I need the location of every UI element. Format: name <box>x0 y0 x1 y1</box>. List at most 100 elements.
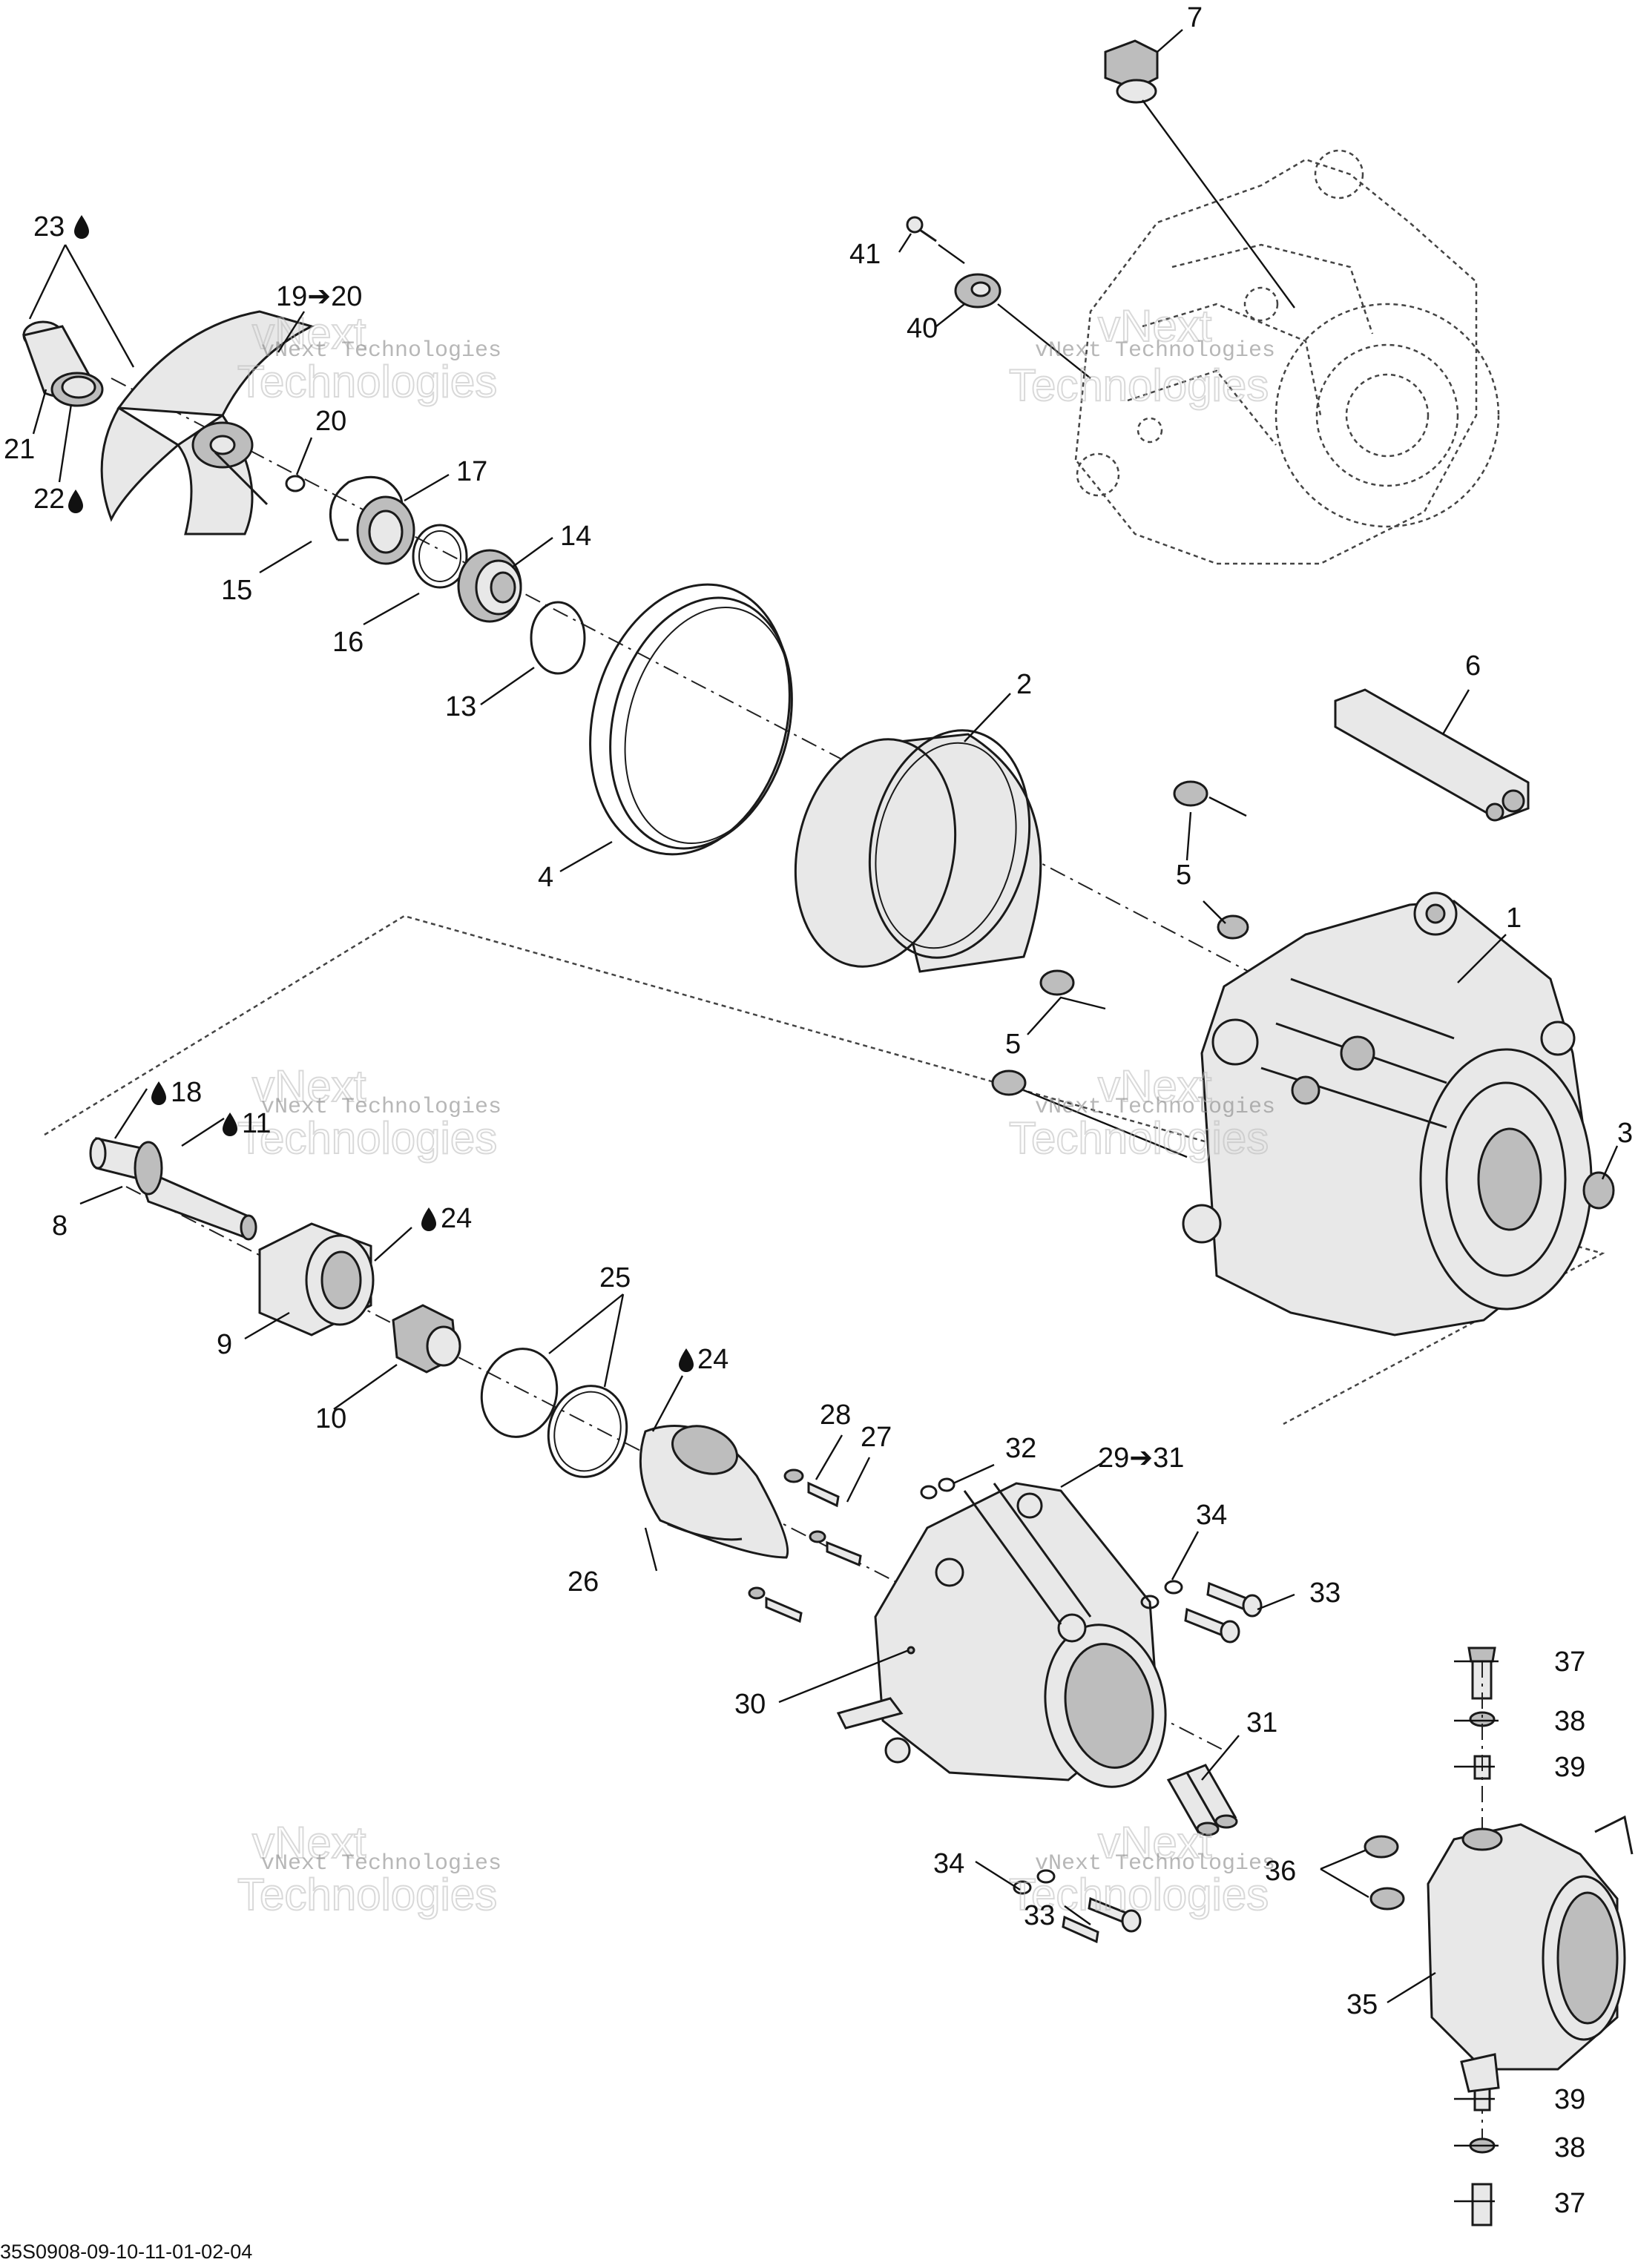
callout-3: 3 <box>1617 1118 1633 1149</box>
callout-40: 40 <box>907 313 938 344</box>
cone-26 <box>639 1425 789 1559</box>
impeller-part <box>100 310 315 535</box>
callout-10: 10 <box>315 1403 346 1434</box>
wear-ring-2 <box>794 729 1042 973</box>
callout-31: 31 <box>1246 1707 1277 1738</box>
bolt-41-part <box>906 216 965 264</box>
callout-26: 26 <box>568 1566 599 1598</box>
drop-icon <box>68 489 83 513</box>
callout-32: 32 <box>1005 1433 1036 1464</box>
grommet-40-part <box>954 273 1091 379</box>
callout-20: 20 <box>315 406 346 437</box>
callout-19-20: 19➔20 <box>276 281 362 312</box>
o-rings-32 <box>920 1477 956 1500</box>
svg-text:Technologies: Technologies <box>237 357 497 406</box>
callout-7: 7 <box>1187 2 1203 33</box>
callout-18: 18 <box>171 1077 202 1108</box>
subassembly-boundary <box>44 914 1605 1425</box>
callout-39a: 39 <box>1554 1752 1585 1783</box>
callout-5b: 5 <box>1005 1029 1021 1060</box>
callout-37a: 37 <box>1554 1646 1585 1678</box>
bushings-36 <box>1364 1835 1405 1911</box>
o-ring-20 <box>285 475 306 492</box>
nut-10 <box>392 1304 461 1374</box>
callout-27: 27 <box>861 1422 892 1453</box>
bolts-33-34-upper <box>1140 1580 1263 1644</box>
wear-ring-seal-4 <box>589 583 793 856</box>
impeller-shaft-8 <box>79 1137 257 1241</box>
pump-support-ghost <box>1074 149 1500 565</box>
drop-icon <box>74 215 89 239</box>
seal-17-part <box>356 495 415 565</box>
callout-21: 21 <box>4 434 35 465</box>
callout-9: 9 <box>217 1329 232 1360</box>
svg-text:vNext Technologies: vNext Technologies <box>1035 1095 1275 1120</box>
steering-hardware-lower <box>1469 2086 1496 2226</box>
drain-plug-part <box>1104 39 1295 309</box>
callout-4: 4 <box>538 862 553 893</box>
screws-27-28 <box>748 1468 862 1623</box>
callout-17: 17 <box>456 456 487 487</box>
svg-text:Technologies: Technologies <box>1009 1113 1269 1163</box>
steering-nozzle-35 <box>1427 1815 1634 2093</box>
bolts-33-34-lower <box>1013 1869 1142 1944</box>
callout-37b: 37 <box>1554 2188 1585 2219</box>
callout-25: 25 <box>599 1262 631 1293</box>
tube-31 <box>1166 1764 1238 1836</box>
drop-icons <box>68 215 694 1372</box>
impeller-boss-part <box>22 320 104 407</box>
svg-text:vNext Technologies: vNext Technologies <box>1035 338 1275 363</box>
venturi-30 <box>836 1482 1167 1788</box>
callout-15: 15 <box>221 575 252 606</box>
callout-5a: 5 <box>1176 860 1191 891</box>
callout-35: 35 <box>1346 1989 1378 2020</box>
callout-22: 22 <box>33 484 65 515</box>
callout-24b: 24 <box>697 1344 728 1375</box>
pump-housing-1 <box>1182 891 1593 1336</box>
svg-text:vNext Technologies: vNext Technologies <box>261 338 501 363</box>
callout-34a: 34 <box>1196 1500 1227 1531</box>
callout-leaders <box>28 29 1619 2203</box>
svg-text:Technologies: Technologies <box>237 1870 497 1919</box>
callout-29-31: 29➔31 <box>1098 1443 1184 1474</box>
callout-38a: 38 <box>1554 1706 1585 1737</box>
callout-2: 2 <box>1016 669 1032 700</box>
callout-14: 14 <box>560 521 591 552</box>
drop-icon <box>151 1081 166 1105</box>
callout-41: 41 <box>849 239 881 270</box>
bearing-14-part <box>457 549 522 623</box>
diagram-reference-number: 35S0908-09-10-11-01-02-04 <box>0 2241 252 2263</box>
svg-text:vNext: vNext <box>1098 1818 1212 1868</box>
callout-8: 8 <box>52 1210 68 1242</box>
bushings-5 <box>991 780 1249 1158</box>
bar-6-part <box>1334 688 1530 822</box>
callout-28: 28 <box>820 1400 851 1431</box>
callout-labels: 7 41 40 23 19➔20 20 21 22 17 15 14 16 13… <box>4 2 1633 2219</box>
callout-33b: 33 <box>1024 1900 1055 1931</box>
callout-23: 23 <box>33 211 65 243</box>
callout-6: 6 <box>1465 650 1481 682</box>
svg-text:Technologies: Technologies <box>1009 1870 1269 1919</box>
plug-3 <box>1582 1171 1615 1210</box>
callout-24a: 24 <box>441 1203 472 1234</box>
drop-icon <box>421 1207 436 1231</box>
callout-13: 13 <box>445 691 476 722</box>
svg-text:vNext: vNext <box>1098 301 1212 351</box>
callout-39b: 39 <box>1554 2084 1585 2115</box>
callout-33a: 33 <box>1309 1578 1341 1609</box>
svg-text:vNext: vNext <box>1098 1061 1212 1111</box>
callout-11: 11 <box>242 1108 271 1139</box>
svg-text:vNext: vNext <box>252 1061 366 1111</box>
callout-1: 1 <box>1506 903 1522 934</box>
svg-text:vNext Technologies: vNext Technologies <box>1035 1851 1275 1876</box>
callout-36: 36 <box>1265 1856 1296 1887</box>
drop-icon <box>223 1112 237 1136</box>
svg-text:vNext Technologies: vNext Technologies <box>261 1095 501 1120</box>
o-rings-25 <box>480 1348 628 1478</box>
svg-text:vNext: vNext <box>252 309 366 358</box>
svg-text:Technologies: Technologies <box>1009 360 1269 410</box>
o-ring-13 <box>530 601 586 675</box>
callout-16: 16 <box>332 627 364 658</box>
callout-38b: 38 <box>1554 2132 1585 2163</box>
